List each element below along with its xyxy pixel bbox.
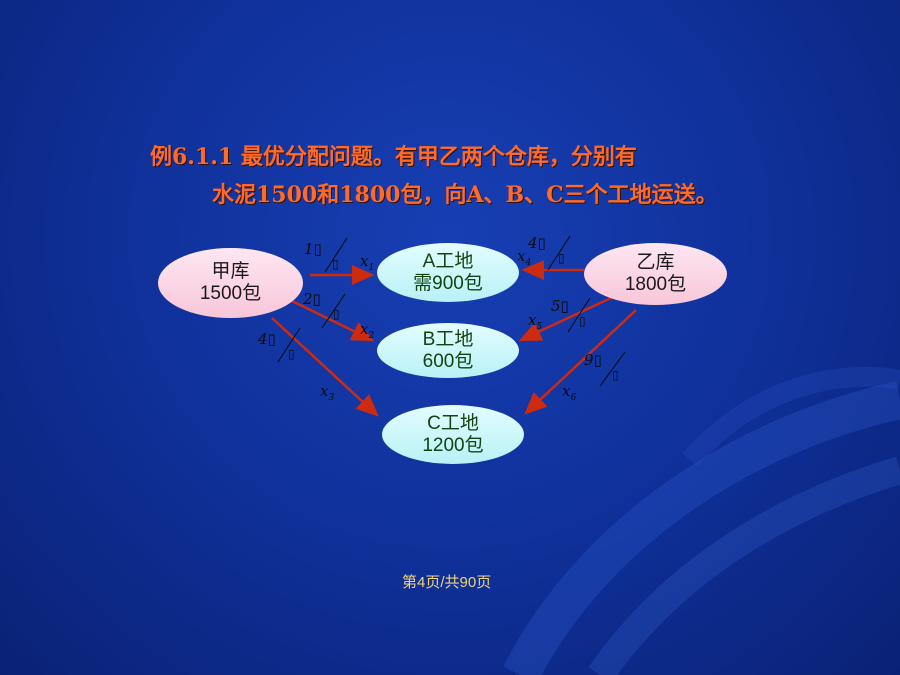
site-C-name: C工地 xyxy=(427,412,479,434)
route-2-var-symbol: x xyxy=(360,320,369,338)
route-2-cost-unit: ▯ xyxy=(333,307,340,321)
fraction-slash-x4 xyxy=(547,235,571,271)
site-A-demand: 需900包 xyxy=(413,272,483,294)
route-3-cost-unit: ▯ xyxy=(288,347,295,361)
fraction-slash-x1 xyxy=(324,237,348,273)
site-C: C工地 1200包 xyxy=(382,405,524,464)
site-B: B工地 600包 xyxy=(377,323,519,378)
route-4-cost-unit: ▯ xyxy=(558,251,565,265)
route-5-cost-value: 5▯ xyxy=(551,297,569,315)
route-5-cost-unit: ▯ xyxy=(579,314,586,328)
route-6-cost-unit: ▯ xyxy=(612,368,619,382)
route-2-cost-value: 2▯ xyxy=(303,290,321,308)
route-5-var-index: 5 xyxy=(536,322,543,332)
route-1-var-index: 1 xyxy=(368,263,375,273)
warehouse-yi-name: 乙库 xyxy=(636,252,675,273)
route-6-var-symbol: x xyxy=(562,382,571,400)
route-3-variable: x3 xyxy=(320,382,334,403)
route-1-var-symbol: x xyxy=(360,252,369,270)
warehouse-yi: 乙库 1800包 xyxy=(584,243,727,305)
title-line-1: 例6.1.1 最优分配问题。有甲乙两个仓库，分别有 xyxy=(150,144,637,170)
arrow-jia-to-C xyxy=(271,317,379,417)
route-5-var-symbol: x xyxy=(528,311,537,329)
route-1-cost-unit: ▯ xyxy=(332,257,339,271)
site-A-name: A工地 xyxy=(422,250,474,272)
site-B-demand: 600包 xyxy=(422,350,474,372)
fraction-slash-x2 xyxy=(321,293,346,329)
route-2-variable: x2 xyxy=(360,320,374,341)
route-1-cost-value: 1▯ xyxy=(304,240,322,258)
site-B-name: B工地 xyxy=(422,328,474,350)
fraction-slash-x6 xyxy=(599,351,626,387)
arrow-yi-to-C xyxy=(524,309,637,415)
route-6-variable: x6 xyxy=(562,382,576,403)
arrow-jia-to-B xyxy=(289,298,375,342)
route-4-variable: x4 xyxy=(517,247,531,268)
route-3-var-symbol: x xyxy=(320,382,329,400)
route-4-var-symbol: x xyxy=(517,247,526,265)
warehouse-yi-amount: 1800包 xyxy=(624,274,687,295)
route-6-cost-value: 9▯ xyxy=(584,351,602,369)
site-A: A工地 需900包 xyxy=(377,243,519,302)
route-4-var-index: 4 xyxy=(525,258,532,268)
route-6-var-index: 6 xyxy=(570,393,577,403)
route-2-var-index: 2 xyxy=(368,331,375,341)
route-5-variable: x5 xyxy=(528,311,542,332)
site-C-demand: 1200包 xyxy=(422,434,484,456)
title-line-2: 水泥1500和1800包，向A、B、C三个工地运送。 xyxy=(212,182,718,208)
warehouse-jia-amount: 1500包 xyxy=(199,283,262,304)
route-3-cost-value: 4▯ xyxy=(258,330,276,348)
route-4-cost-value: 4▯ xyxy=(528,234,546,252)
warehouse-jia-name: 甲库 xyxy=(211,261,250,282)
route-1-variable: x1 xyxy=(360,252,374,273)
route-3-var-index: 3 xyxy=(328,393,335,403)
arrow-yi-to-B xyxy=(518,295,614,342)
page-footer: 第4页/共90页 xyxy=(402,574,492,591)
warehouse-jia: 甲库 1500包 xyxy=(158,248,303,318)
problem-title: 例6.1.1 最优分配问题。有甲乙两个仓库，分别有 水泥1500和1800包，向… xyxy=(150,138,850,214)
fraction-slash-x3 xyxy=(277,327,301,363)
fraction-slash-x5 xyxy=(567,297,591,333)
